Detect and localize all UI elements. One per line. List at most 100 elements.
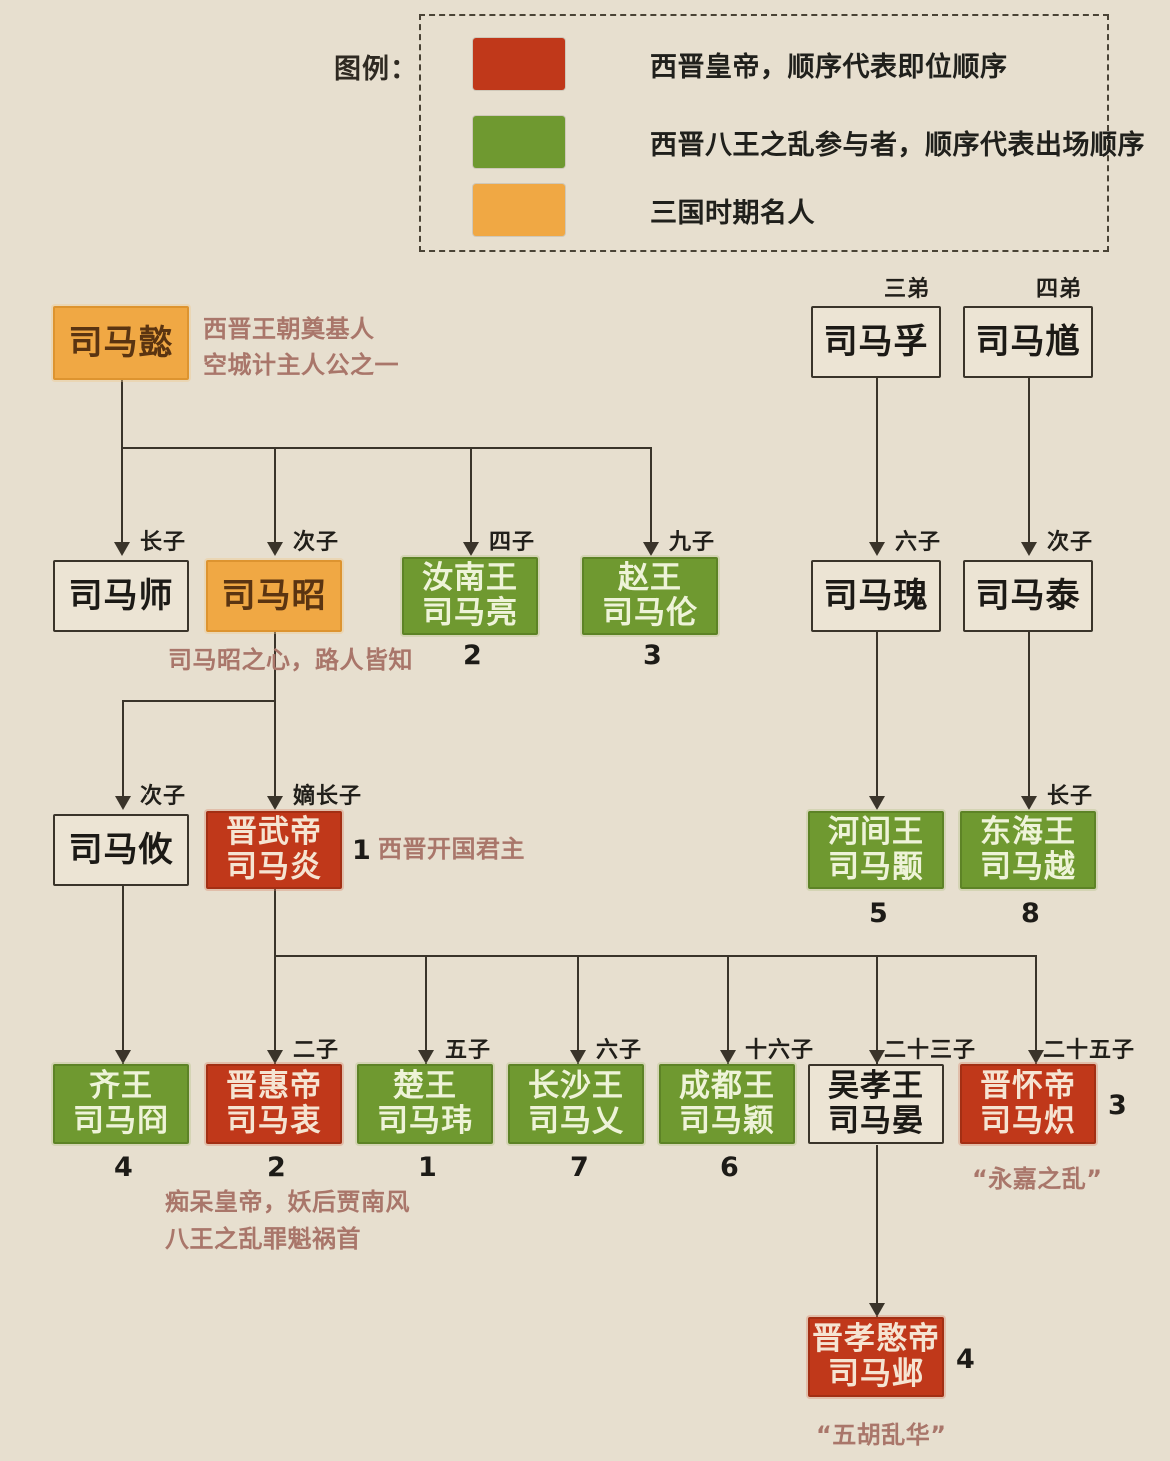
node-simayan[interactable]: 晋武帝 司马炎: [206, 811, 342, 889]
arrow-to-simazhong: [267, 1050, 283, 1064]
node-simayann[interactable]: 吴孝王 司马晏: [808, 1064, 944, 1144]
connector-simazhao-bus: [122, 700, 276, 702]
node-simazhong[interactable]: 晋惠帝 司马衷: [206, 1064, 342, 1144]
node-simaye[interactable]: 晋孝愍帝 司马邺: [808, 1317, 944, 1397]
rank-simaliang: 四子: [489, 530, 536, 555]
rank-simagui: 六子: [895, 530, 942, 555]
connector-simayi-stem: [121, 380, 123, 448]
node-simazhao[interactable]: 司马昭: [206, 560, 342, 632]
node-simaliang[interactable]: 汝南王 司马亮: [402, 557, 538, 635]
rank-simayue: 长子: [1047, 784, 1094, 809]
connector-simatai-stem: [1028, 632, 1030, 798]
rank-simakui: 四弟: [1036, 277, 1083, 302]
order-simalun: 3: [643, 640, 662, 671]
node-simaliang-line2: 司马亮: [422, 595, 518, 631]
rank-simawei: 五子: [445, 1038, 492, 1063]
order-simayan: 1: [352, 835, 371, 866]
arrow-to-simaying: [720, 1050, 736, 1064]
note-simayan: 西晋开国君主: [378, 835, 525, 863]
node-simachi-line1: 晋怀帝: [980, 1068, 1076, 1105]
connector-simazhao-stem: [274, 632, 276, 702]
connector-to-simazhong: [274, 955, 276, 1068]
node-simayann-line2: 司马晏: [828, 1103, 924, 1139]
arrow-to-simayan: [267, 796, 283, 810]
connector-to-simayann: [876, 955, 878, 1068]
arrow-to-simazhao: [267, 542, 283, 556]
connector-simakui-stem: [1028, 378, 1030, 544]
note-simayi-line2: 空城计主人公之一: [203, 351, 399, 379]
node-simafu-line1: 司马孚: [823, 321, 929, 362]
node-simayi[interactable]: 司马懿: [53, 306, 189, 380]
connector-simayan-stem: [274, 886, 276, 956]
node-simakui[interactable]: 司马馗: [963, 306, 1093, 378]
node-simawei[interactable]: 楚王 司马玮: [357, 1064, 493, 1144]
node-simayan-line2: 司马炎: [226, 849, 322, 885]
node-simachi[interactable]: 晋怀帝 司马炽: [960, 1064, 1096, 1144]
legend-swatch-emperor: [473, 38, 565, 90]
rank-simashi: 长子: [140, 530, 187, 555]
node-simazhong-line2: 司马衷: [226, 1103, 322, 1139]
node-simagui[interactable]: 司马瑰: [811, 560, 941, 632]
node-simajiong-line1: 齐王: [89, 1068, 153, 1105]
node-simaai[interactable]: 长沙王 司马乂: [508, 1064, 644, 1144]
node-simayue[interactable]: 东海王 司马越: [960, 811, 1096, 889]
arrow-to-simawei: [418, 1050, 434, 1064]
node-simachi-line2: 司马炽: [980, 1103, 1076, 1139]
rank-simaai: 六子: [596, 1038, 643, 1063]
order-simayong: 5: [869, 898, 888, 929]
node-simaai-line2: 司马乂: [528, 1103, 624, 1139]
rank-simachi: 二十五子: [1043, 1038, 1136, 1063]
arrow-to-simayou: [115, 796, 131, 810]
arrow-to-simatai: [1021, 542, 1037, 556]
rank-simafu: 三弟: [884, 277, 931, 302]
arrow-to-simachi: [1028, 1050, 1044, 1064]
node-simayou[interactable]: 司马攸: [53, 814, 189, 886]
legend-text-emperor: 西晋皇帝，顺序代表即位顺序: [650, 51, 1008, 83]
note-simaye: “五胡乱华”: [816, 1421, 947, 1449]
node-simaying-line2: 司马颖: [679, 1103, 775, 1139]
node-simaliang-line1: 汝南王: [422, 560, 518, 597]
legend-box: 西晋皇帝，顺序代表即位顺序 西晋八王之乱参与者，顺序代表出场顺序 三国时期名人: [419, 14, 1145, 252]
node-simaying[interactable]: 成都王 司马颖: [659, 1064, 795, 1144]
node-simajiong[interactable]: 齐王 司马冏: [53, 1064, 189, 1144]
connector-simafu-stem: [876, 378, 878, 544]
legend-swatch-sanguo: [473, 184, 565, 236]
order-simawei: 1: [418, 1152, 437, 1183]
node-simayi-line1: 司马懿: [68, 322, 174, 363]
note-simayi-line1: 西晋王朝奠基人: [203, 315, 375, 343]
connector-to-simachi: [1035, 955, 1037, 1068]
node-simatai-line1: 司马泰: [975, 575, 1081, 616]
node-simayong-line1: 河间王: [828, 814, 924, 851]
node-simashi[interactable]: 司马师: [53, 560, 189, 632]
node-simayan-line1: 晋武帝: [226, 814, 322, 851]
node-simafu[interactable]: 司马孚: [811, 306, 941, 378]
connector-to-simaai: [577, 955, 579, 1068]
arrow-to-simashi: [114, 542, 130, 556]
node-simayue-line2: 司马越: [980, 849, 1076, 885]
node-simaye-line2: 司马邺: [828, 1356, 924, 1392]
note-simazhong-line1: 痴呆皇帝，妖后贾南风: [165, 1188, 410, 1216]
arrow-to-simayue: [1021, 796, 1037, 810]
rank-simalun: 九子: [669, 530, 716, 555]
node-simalun[interactable]: 赵王 司马伦: [582, 557, 718, 635]
node-simajiong-line2: 司马冏: [73, 1103, 169, 1139]
node-simayou-line1: 司马攸: [68, 829, 174, 870]
order-simaai: 7: [570, 1152, 589, 1183]
arrow-to-simaai: [570, 1050, 586, 1064]
node-simatai[interactable]: 司马泰: [963, 560, 1093, 632]
node-simaai-line1: 长沙王: [528, 1068, 624, 1105]
node-simaying-line1: 成都王: [679, 1068, 775, 1105]
rank-simaying: 十六子: [745, 1038, 815, 1063]
arrow-to-simalun: [643, 542, 659, 556]
rank-simayan: 嫡长子: [293, 784, 363, 809]
order-simazhong: 2: [267, 1152, 286, 1183]
arrow-to-simagui: [869, 542, 885, 556]
arrow-to-simayong: [869, 796, 885, 810]
arrow-to-simaliang: [463, 542, 479, 556]
node-simayue-line1: 东海王: [980, 814, 1076, 851]
rank-simayou: 次子: [140, 784, 187, 809]
connector-to-simayan: [274, 700, 276, 798]
node-simayong[interactable]: 河间王 司马颙: [808, 811, 944, 889]
connector-simayi-bus: [121, 447, 651, 449]
